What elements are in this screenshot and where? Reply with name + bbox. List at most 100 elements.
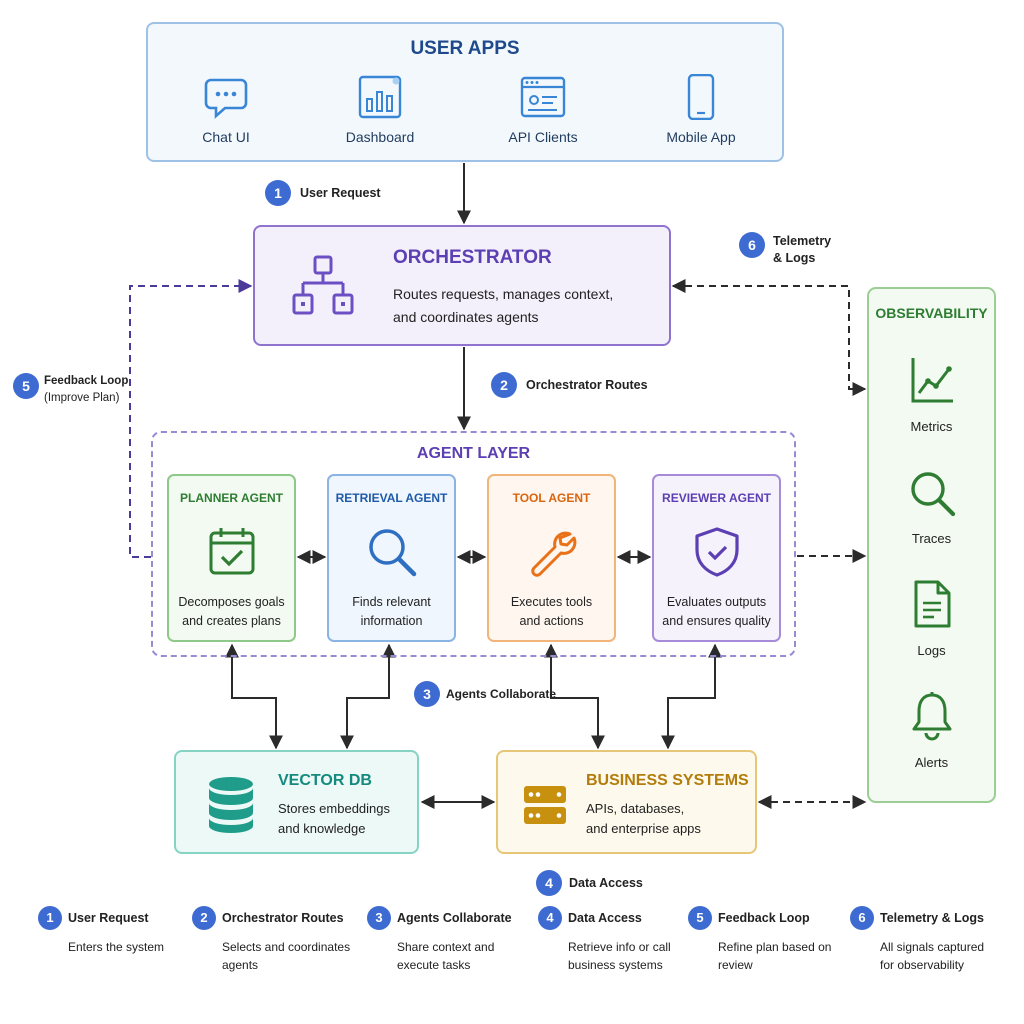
legend-badge: 6 (850, 906, 874, 930)
orchestrator-panel: ORCHESTRATOR Routes requests, manages co… (253, 225, 671, 346)
observability-alerts: Alerts (869, 691, 994, 770)
legend-description: Enters the system (68, 938, 203, 956)
step-badge-3: 3 (414, 681, 440, 707)
legend-desc-line: Retrieve info or call (568, 940, 671, 954)
legend-title: Feedback Loop (718, 911, 810, 925)
calendar-check-icon (209, 528, 254, 575)
tool-agent-card: TOOL AGENT Executes tools and actions (487, 474, 616, 642)
business-systems-panel: BUSINESS SYSTEMS APIs, databases, and en… (496, 750, 757, 854)
agent-desc-line: Evaluates outputs (666, 595, 767, 609)
flow-label-telemetry: Telemetry & Logs (773, 233, 831, 267)
step-badge-2: 2 (491, 372, 517, 398)
flow-label-line: (Improve Plan) (44, 392, 120, 404)
flow-label-orchestrator-routes: Orchestrator Routes (526, 378, 648, 392)
wrench-icon (530, 531, 576, 577)
app-label: Mobile App (666, 129, 736, 145)
vector-db-desc-line: and knowledge (278, 821, 366, 836)
orchestrator-desc-line: Routes requests, manages context, (393, 286, 614, 302)
business-desc-line: and enterprise apps (586, 821, 701, 836)
retrieval-agent-card: RETRIEVAL AGENT Finds relevant informati… (327, 474, 456, 642)
observability-label: Metrics (910, 419, 953, 434)
arrow-reviewer-business (661, 643, 722, 750)
legend-desc-line: All signals captured (880, 940, 985, 954)
vector-db-desc-line: Stores embeddings (278, 801, 391, 816)
agent-description: Executes tools and actions (493, 593, 610, 631)
legend-badge: 2 (192, 906, 216, 930)
legend-title: Orchestrator Routes (222, 911, 344, 925)
smartphone-icon (687, 74, 715, 120)
agent-description: Finds relevant information (333, 593, 450, 631)
step-badge-6: 6 (739, 232, 765, 258)
magnifier-icon (910, 472, 955, 517)
agent-name: RETRIEVAL AGENT (335, 491, 448, 505)
step-badge-4: 4 (536, 870, 562, 896)
agent-desc-line: Executes tools (510, 595, 593, 609)
business-desc-line: APIs, databases, (586, 801, 685, 816)
legend-description: Share context and execute tasks (397, 938, 532, 974)
agent-desc-line: and ensures quality (662, 614, 771, 628)
document-icon (914, 580, 950, 628)
planner-agent-card: PLANNER AGENT Decomposes goals and creat… (167, 474, 296, 642)
orchestrator-desc-line: and coordinates agents (393, 309, 539, 325)
observability-label: Logs (917, 643, 946, 658)
app-mobile: Mobile App (641, 74, 761, 145)
flow-label-line: Telemetry (773, 234, 832, 248)
legend-desc-line: Share context and (397, 940, 495, 954)
orchestrator-title: ORCHESTRATOR (393, 247, 552, 268)
observability-label: Traces (911, 531, 952, 546)
agent-name: TOOL AGENT (512, 491, 591, 505)
legend-description: Retrieve info or call business systems (568, 938, 703, 974)
agent-description: Decomposes goals and creates plans (173, 593, 290, 631)
arrow-tool-business (544, 643, 605, 750)
legend-desc-line: Refine plan based on (718, 940, 832, 954)
browser-window-icon (520, 76, 566, 118)
observability-metrics: Metrics (869, 355, 994, 434)
observability-label: Alerts (914, 755, 949, 770)
observability-traces: Traces (869, 469, 994, 546)
agent-desc-line: Decomposes goals (178, 595, 285, 609)
legend-badge: 5 (688, 906, 712, 930)
legend-title: Data Access (568, 911, 642, 925)
legend-description: All signals captured for observability (880, 938, 1015, 974)
legend-badge: 3 (367, 906, 391, 930)
vector-db-description: Stores embeddings and knowledge (278, 799, 390, 839)
user-apps-panel: USER APPS Chat UI Dashboard API Clients (146, 22, 784, 162)
app-label: Dashboard (345, 129, 415, 145)
legend-title: User Request (68, 911, 149, 925)
flow-label-line: Feedback Loop (44, 375, 129, 387)
legend-desc-line: execute tasks (397, 958, 471, 972)
legend-badge: 4 (538, 906, 562, 930)
app-label: Chat UI (202, 129, 250, 145)
legend-desc-line: Enters the system (68, 940, 165, 954)
agent-layer-title: AGENT LAYER (416, 445, 531, 462)
flow-label-line: & Logs (773, 251, 816, 265)
observability-panel: OBSERVABILITY Metrics Traces Logs (867, 287, 996, 803)
vector-db-title: VECTOR DB (278, 772, 372, 789)
legend-desc-line: agents (222, 958, 259, 972)
flow-label-agents-collaborate: Agents Collaborate (446, 687, 557, 701)
app-label: API Clients (508, 129, 578, 145)
legend-desc-line: business systems (568, 958, 663, 972)
app-api-clients: API Clients (483, 74, 603, 145)
legend-description: Refine plan based on review (718, 938, 853, 974)
legend-desc-line: Selects and coordinates (222, 940, 351, 954)
shield-check-icon (694, 527, 739, 577)
agent-layer-panel: AGENT LAYER (151, 431, 796, 657)
app-chat-ui: Chat UI (166, 74, 286, 145)
bell-icon (912, 692, 951, 741)
database-icon (209, 777, 253, 833)
legend-desc-line: review (718, 958, 753, 972)
agent-description: Evaluates outputs and ensures quality (658, 593, 775, 631)
business-systems-title: BUSINESS SYSTEMS (586, 772, 749, 789)
legend-desc-line: for observability (880, 958, 965, 972)
observability-logs: Logs (869, 579, 994, 658)
agent-desc-line: Finds relevant (352, 595, 431, 609)
arrow-retrieval-vector (340, 643, 396, 750)
flow-label-data-access: Data Access (569, 876, 643, 890)
user-apps-title: USER APPS (410, 38, 520, 59)
agent-name: PLANNER AGENT (180, 491, 283, 505)
legend-badge: 1 (38, 906, 62, 930)
agent-desc-line: information (360, 614, 423, 628)
legend-title: Agents Collaborate (397, 911, 512, 925)
vector-db-panel: VECTOR DB Stores embeddings and knowledg… (174, 750, 419, 854)
